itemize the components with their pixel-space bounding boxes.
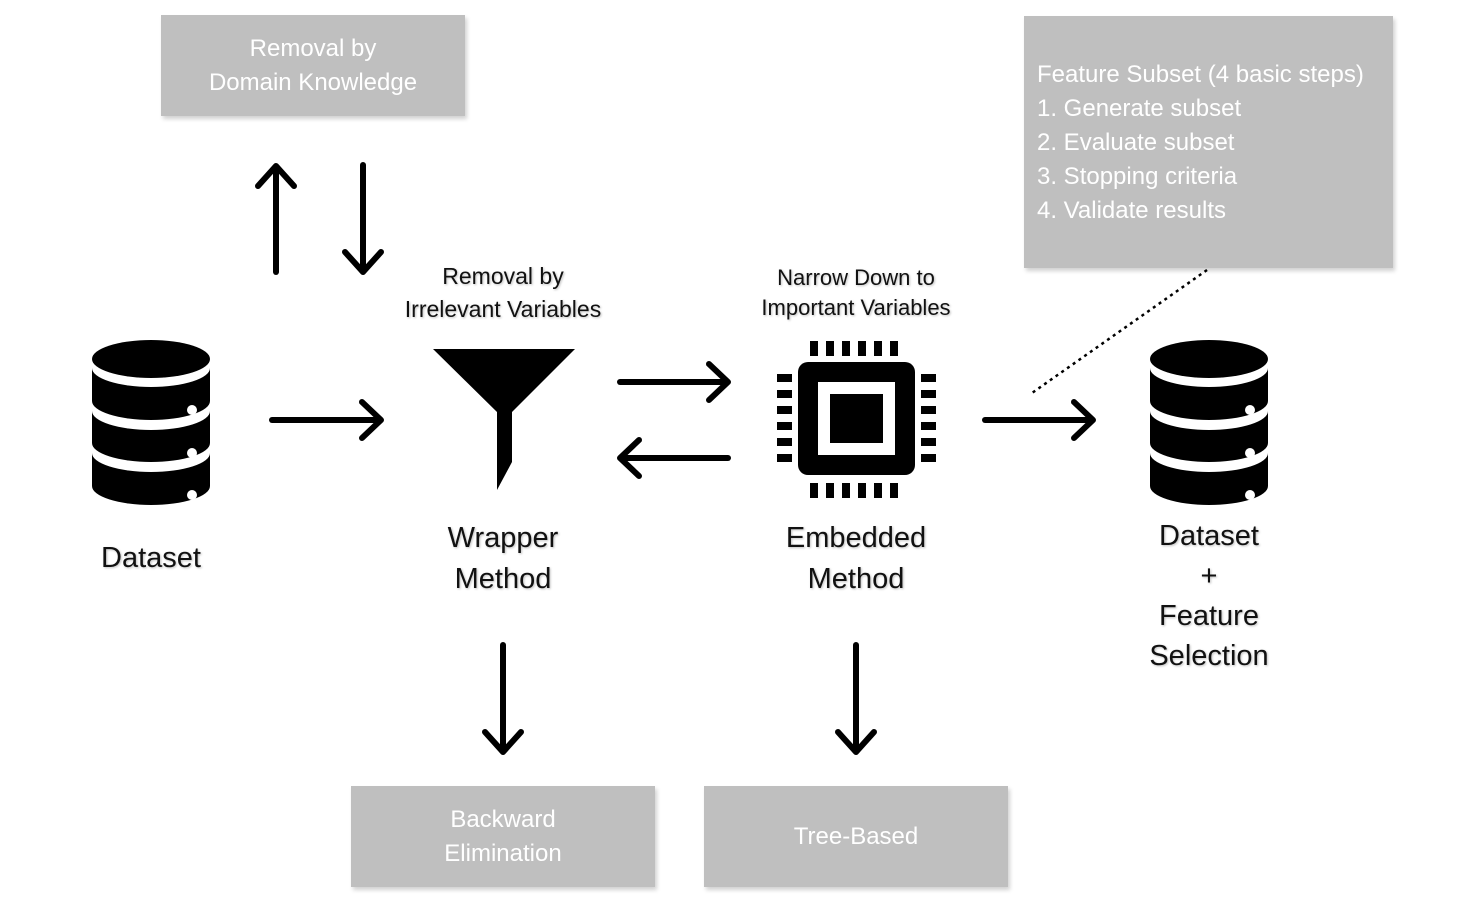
embedded-line-2: Method — [807, 563, 905, 595]
arrow-down-icon — [342, 162, 384, 275]
important-variables-label: Narrow Down to Important Variables — [736, 263, 976, 323]
result-line-1: Dataset — [1159, 520, 1259, 552]
irrelevant-line-1: Removal by — [442, 263, 564, 289]
irrelevant-variables-label: Removal by Irrelevant Variables — [373, 260, 633, 326]
embedded-line-1: Embedded — [785, 522, 927, 554]
domain-knowledge-line-1: Removal by — [249, 34, 377, 62]
result-label: Dataset + Feature Selection — [1099, 516, 1319, 676]
irrelevant-line-2: Irrelevant Variables — [404, 296, 602, 322]
arrow-right-icon — [617, 361, 731, 403]
arrow-up-icon — [255, 163, 297, 275]
backward-elimination-line-1: Backward — [450, 805, 556, 833]
feature-subset-step-3: 3. Stopping criteria — [1037, 163, 1238, 190]
embedded-method-label: Embedded Method — [746, 518, 966, 600]
tree-based-label: Tree-Based — [793, 822, 919, 850]
wrapper-line-1: Wrapper — [447, 522, 559, 554]
domain-knowledge-line-2: Domain Knowledge — [208, 68, 418, 96]
arrow-down-icon — [482, 642, 524, 755]
domain-knowledge-box: Removal by Domain Knowledge — [161, 15, 465, 116]
arrow-left-icon — [617, 437, 731, 479]
feature-subset-step-1: 1. Generate subset — [1037, 95, 1242, 122]
arrow-right-icon — [269, 399, 384, 441]
database-icon — [1150, 340, 1268, 505]
dataset-label: Dataset — [71, 538, 231, 579]
feature-subset-step-4: 4. Validate results — [1037, 197, 1226, 224]
dotted-connector — [1031, 268, 1208, 395]
important-line-2: Important Variables — [761, 295, 951, 320]
feature-subset-step-2: 2. Evaluate subset — [1037, 129, 1235, 156]
feature-subset-box: Feature Subset (4 basic steps) 1. Genera… — [1024, 16, 1393, 268]
arrow-down-icon — [835, 642, 877, 755]
important-line-1: Narrow Down to — [777, 265, 935, 290]
result-line-2: + — [1200, 560, 1218, 592]
chip-icon — [777, 341, 936, 498]
dataset-label-text: Dataset — [101, 542, 201, 574]
tree-based-box: Tree-Based — [704, 786, 1008, 887]
feature-subset-title: Feature Subset (4 basic steps) — [1037, 61, 1364, 88]
funnel-icon — [433, 349, 575, 490]
wrapper-method-label: Wrapper Method — [403, 518, 603, 600]
wrapper-line-2: Method — [454, 563, 552, 595]
arrow-right-icon — [982, 399, 1096, 441]
database-icon — [92, 340, 210, 505]
backward-elimination-box: Backward Elimination — [351, 786, 655, 887]
result-line-3: Feature — [1159, 600, 1259, 632]
backward-elimination-line-2: Elimination — [444, 839, 562, 867]
result-line-4: Selection — [1149, 640, 1269, 672]
